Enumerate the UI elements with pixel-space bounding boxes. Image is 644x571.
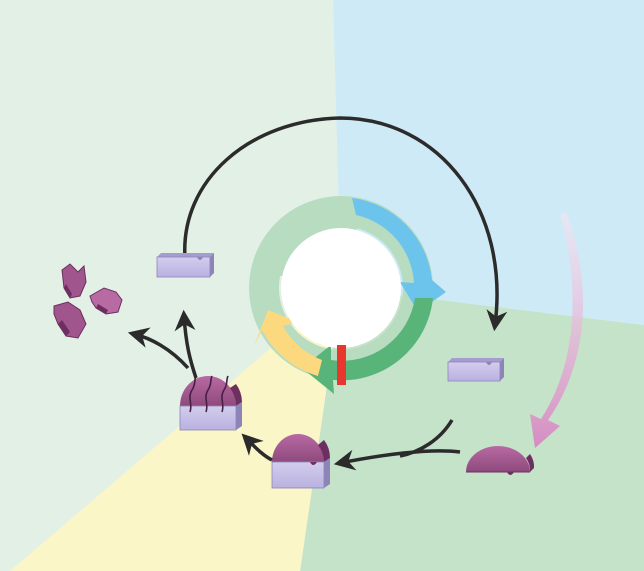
- inhibitor-block-right: [448, 358, 504, 381]
- checkpoint-marker: [337, 345, 346, 385]
- inhibitor-block-top: [157, 253, 214, 277]
- cycle-center: [281, 228, 401, 348]
